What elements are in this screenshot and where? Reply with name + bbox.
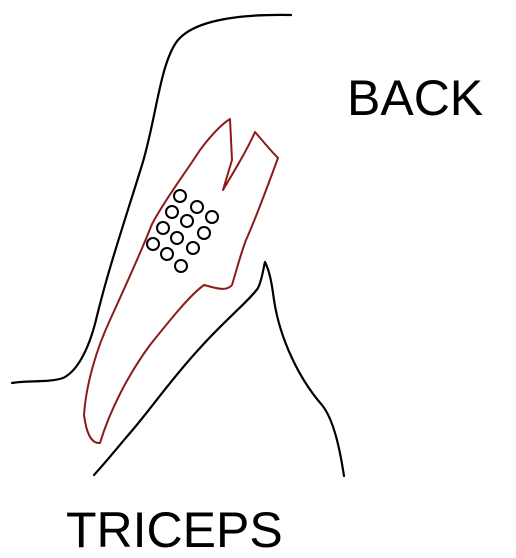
- injection-site-cluster: [147, 190, 218, 272]
- injection-site-marker: [187, 242, 199, 254]
- arm-outline-lower: [94, 262, 344, 476]
- triceps-label: TRICEPS: [66, 505, 283, 555]
- injection-site-marker: [166, 206, 178, 218]
- arm-outline-upper: [12, 15, 291, 383]
- back-label: BACK: [347, 73, 483, 123]
- triceps-muscle-outline: [84, 119, 278, 443]
- injection-site-marker: [198, 227, 210, 239]
- injection-site-marker: [157, 222, 169, 234]
- injection-site-marker: [161, 248, 173, 260]
- injection-site-marker: [206, 211, 218, 223]
- injection-site-marker: [147, 238, 159, 250]
- injection-site-marker: [175, 260, 187, 272]
- injection-site-marker: [171, 232, 183, 244]
- injection-site-marker: [174, 190, 186, 202]
- injection-site-marker: [191, 201, 203, 213]
- injection-site-marker: [181, 215, 193, 227]
